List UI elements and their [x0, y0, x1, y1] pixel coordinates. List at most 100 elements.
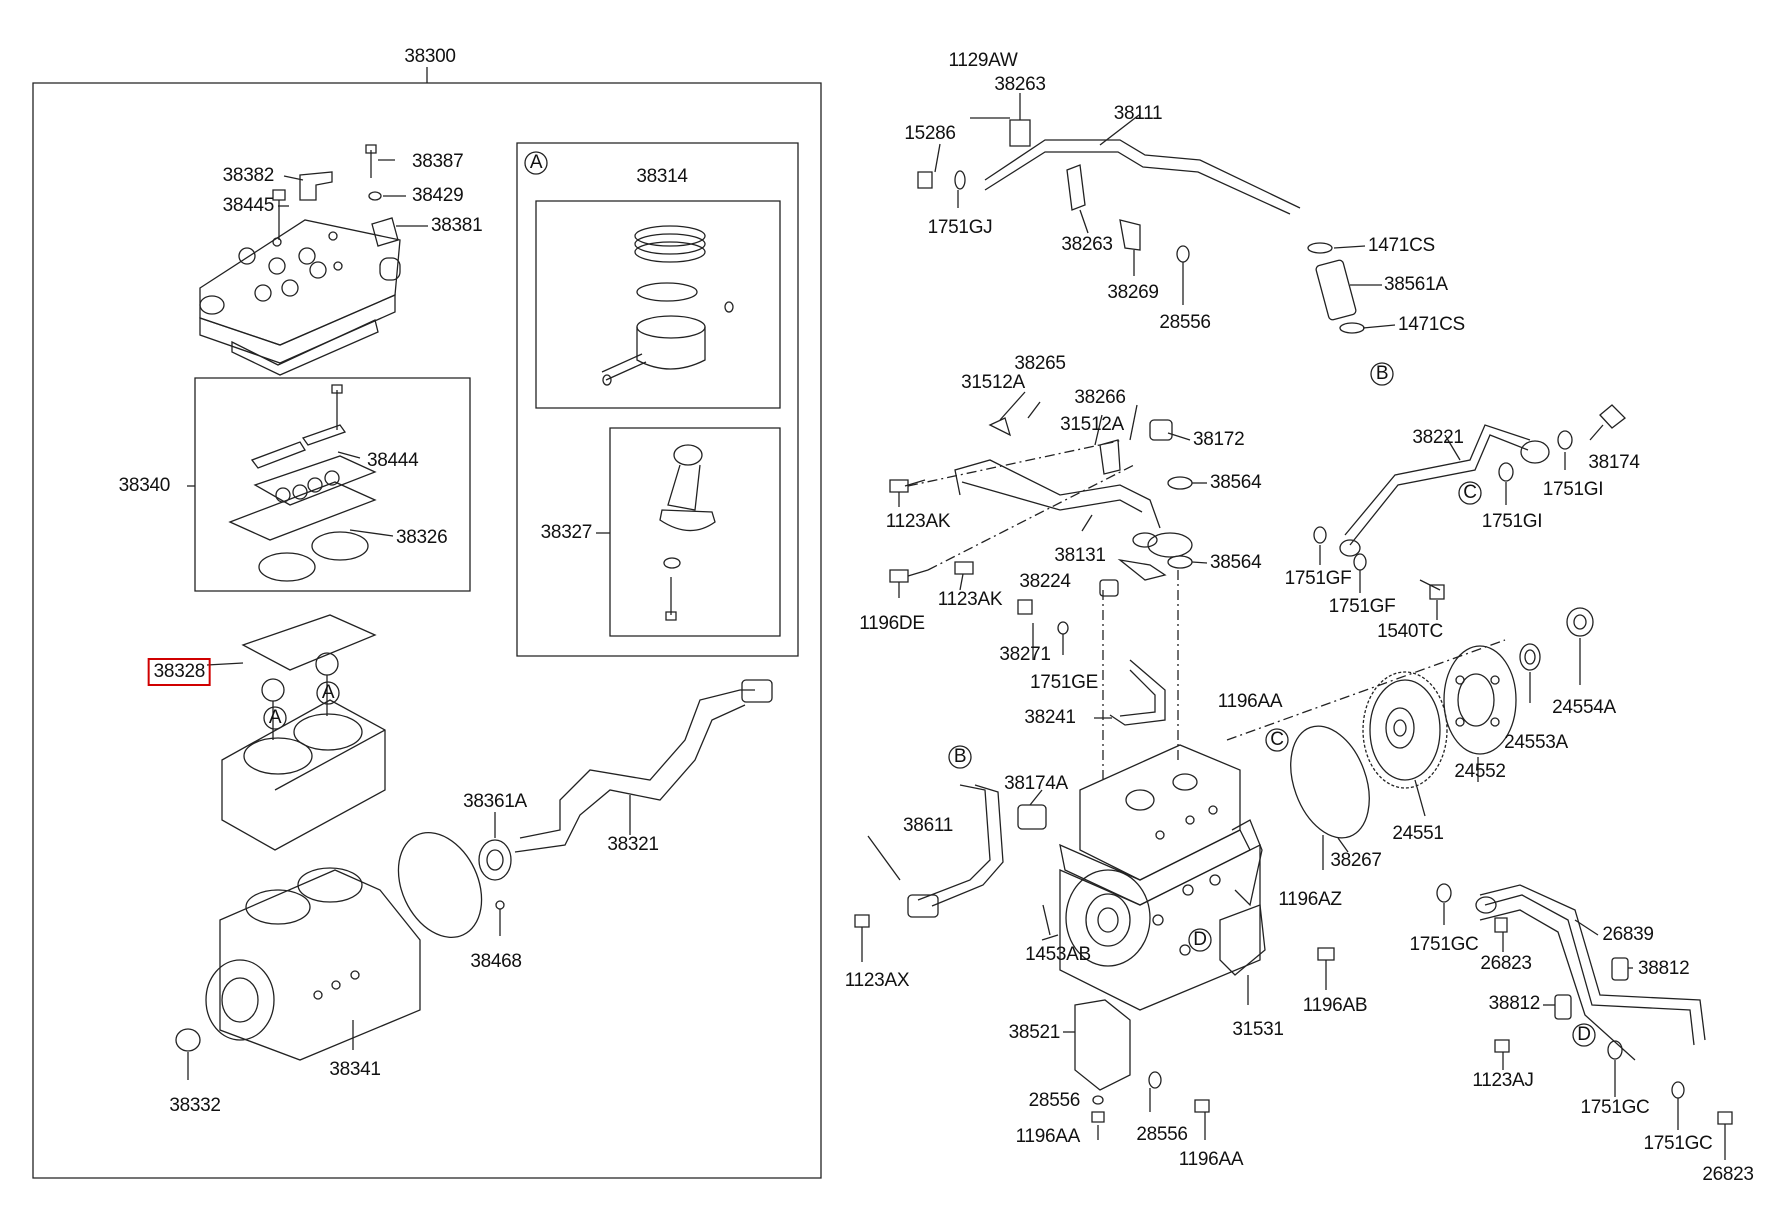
- piston-kit-outer-box: [517, 143, 798, 656]
- o-ring-drawing: [382, 819, 497, 951]
- label-38812-right: 38812: [1638, 958, 1690, 979]
- piston-box: [536, 201, 780, 408]
- label-38327: 38327: [540, 522, 593, 543]
- label-38328-highlighted[interactable]: 38328: [147, 658, 212, 686]
- label-38174: 38174: [1588, 452, 1640, 473]
- label-38812-left: 38812: [1488, 993, 1541, 1014]
- label-1751GC-middle: 1751GC: [1580, 1097, 1650, 1118]
- label-1751GI-upper: 1751GI: [1542, 479, 1604, 500]
- label-38267: 38267: [1330, 850, 1382, 871]
- label-38300: 38300: [404, 46, 456, 67]
- label-38321: 38321: [607, 834, 659, 855]
- ref-label-A-piston-kit: A: [529, 152, 543, 173]
- label-38521: 38521: [1008, 1022, 1061, 1043]
- label-38266: 38266: [1074, 387, 1126, 408]
- label-38611: 38611: [903, 815, 953, 836]
- label-28556-top: 28556: [1159, 312, 1211, 333]
- label-1129AW: 1129AW: [948, 50, 1018, 71]
- label-26823-bottom: 26823: [1702, 1164, 1754, 1185]
- label-38361A: 38361A: [463, 791, 527, 812]
- ref-label-A-block-left: A: [268, 707, 282, 728]
- label-38241: 38241: [1024, 707, 1076, 728]
- bracket-38521-drawing: [1075, 1000, 1130, 1090]
- gear-24551-drawing: [1363, 672, 1447, 788]
- label-24553A: 24553A: [1504, 732, 1568, 753]
- label-38221: 38221: [1412, 427, 1464, 448]
- hose-38611-drawing: [918, 785, 990, 900]
- label-1123AK-upper: 1123AK: [885, 511, 951, 532]
- label-38326: 38326: [396, 527, 448, 548]
- label-38271: 38271: [999, 644, 1051, 665]
- label-38263-mid: 38263: [1061, 234, 1113, 255]
- label-1471CS-upper: 1471CS: [1368, 235, 1435, 256]
- label-31531: 31531: [1232, 1019, 1284, 1040]
- label-26823-upper: 26823: [1480, 953, 1532, 974]
- label-38265: 38265: [1014, 353, 1066, 374]
- label-1751GE: 1751GE: [1030, 672, 1098, 693]
- ref-label-C-mid: C: [1270, 729, 1284, 750]
- pipe-26839-drawing: [1437, 884, 1732, 1124]
- label-1123AX: 1123AX: [844, 970, 910, 991]
- label-28556-bottom: 28556: [1136, 1124, 1188, 1145]
- label-1453AB: 1453AB: [1025, 944, 1091, 965]
- label-1196AZ: 1196AZ: [1278, 889, 1342, 910]
- label-38387: 38387: [412, 151, 464, 172]
- ref-label-B-hose: B: [953, 746, 967, 767]
- reference-circles: [264, 152, 1595, 1046]
- label-24552: 24552: [1454, 761, 1506, 782]
- label-1751GJ: 1751GJ: [927, 217, 993, 238]
- label-38564-upper: 38564: [1210, 472, 1262, 493]
- label-1751GF-right: 1751GF: [1328, 596, 1396, 617]
- label-38381: 38381: [431, 215, 483, 236]
- piston-drawing: [602, 226, 733, 385]
- ref-label-B-top: B: [1375, 363, 1389, 384]
- hub-24552-drawing: [1444, 646, 1516, 754]
- gasket-kit-drawing: [230, 385, 375, 581]
- gasket-38328-drawing: [243, 615, 375, 670]
- label-1196AB: 1196AB: [1302, 995, 1368, 1016]
- cylinder-head-drawing: [200, 145, 400, 375]
- label-26839: 26839: [1602, 924, 1654, 945]
- label-1471CS-lower: 1471CS: [1398, 314, 1465, 335]
- label-38172: 38172: [1193, 429, 1245, 450]
- label-1196AA-bottom: 1196AA: [1178, 1149, 1244, 1170]
- label-38263-top: 38263: [994, 74, 1046, 95]
- label-38269: 38269: [1107, 282, 1159, 303]
- connecting-rod-box: [610, 428, 780, 636]
- label-1751GC-top: 1751GC: [1409, 934, 1479, 955]
- label-1196DE: 1196DE: [859, 613, 925, 634]
- label-24551: 24551: [1392, 823, 1444, 844]
- label-38332: 38332: [169, 1095, 221, 1116]
- label-1751GF-left: 1751GF: [1284, 568, 1352, 589]
- label-38174A: 38174A: [1004, 773, 1068, 794]
- label-38224: 38224: [1019, 571, 1071, 592]
- label-1123AJ: 1123AJ: [1472, 1070, 1534, 1091]
- drive-shaft-drawing: [520, 690, 755, 838]
- label-38341: 38341: [329, 1059, 381, 1080]
- label-38444: 38444: [367, 450, 419, 471]
- label-38564-lower: 38564: [1210, 552, 1262, 573]
- label-38561A: 38561A: [1384, 274, 1448, 295]
- connecting-rod-drawing: [660, 445, 715, 620]
- label-1751GC-bottom: 1751GC: [1643, 1133, 1713, 1154]
- label-38445: 38445: [222, 195, 275, 216]
- label-1123AK-lower: 1123AK: [937, 589, 1003, 610]
- ref-label-A-block-right: A: [321, 682, 335, 703]
- ref-label-D-mid: D: [1193, 929, 1207, 950]
- label-38468: 38468: [470, 951, 522, 972]
- gasket-38267-drawing: [1276, 715, 1383, 849]
- label-24554A: 24554A: [1552, 697, 1616, 718]
- ref-label-D-bottom: D: [1577, 1024, 1591, 1045]
- label-38131: 38131: [1054, 545, 1106, 566]
- label-1540TC: 1540TC: [1377, 621, 1443, 642]
- label-38314: 38314: [636, 166, 688, 187]
- label-31512A-right: 31512A: [1060, 414, 1124, 435]
- label-28556-left: 28556: [1028, 1090, 1081, 1111]
- label-15286: 15286: [904, 123, 956, 144]
- pipe-38131-drawing: [955, 418, 1192, 580]
- label-38111: 38111: [1113, 103, 1163, 124]
- label-38340: 38340: [118, 475, 171, 496]
- compressor-body-drawing: [1060, 745, 1262, 1010]
- label-1196AA-mid: 1196AA: [1217, 691, 1283, 712]
